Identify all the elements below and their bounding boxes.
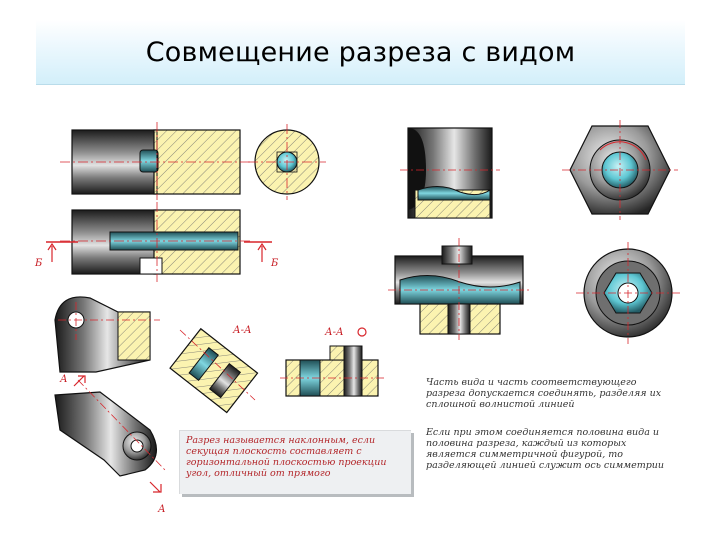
- hex-socket-view: [576, 242, 680, 344]
- title-bar: Совмещение разреза с видом: [36, 20, 685, 85]
- shaft-end-view: [248, 124, 326, 200]
- fitting-lower: [388, 238, 530, 340]
- inclined-section: А-А: [169, 325, 259, 414]
- cut-label-aa-1: А-А: [232, 325, 252, 336]
- note-half-view-half-section: Если при этом соединяется половина вида …: [426, 427, 665, 471]
- shaft-upper-view: [60, 122, 250, 200]
- bracket-view: [54, 296, 160, 373]
- fitting-upper: [400, 127, 500, 219]
- cut-label-a-top: А: [59, 374, 68, 385]
- note-inclined-section-box: Разрез называется наклонным, если секуща…: [179, 430, 411, 494]
- cut-label-a-bottom: А: [157, 504, 166, 515]
- cut-label-b-right: Б: [270, 258, 279, 269]
- slide-title: Совмещение разреза с видом: [145, 36, 576, 68]
- note-view-section-join: Часть вида и часть соответствующего разр…: [426, 377, 662, 410]
- cut-label-b-left: Б: [34, 258, 43, 269]
- shaft-lower-section: Б Б: [34, 202, 279, 282]
- section-aa-rotated: А-А: [280, 327, 385, 397]
- note-inclined-section: Разрез называется наклонным, если секуща…: [186, 435, 387, 479]
- bent-lever: А А: [54, 374, 166, 515]
- hex-nut-view: [562, 120, 678, 220]
- cut-label-aa-2: А-А: [324, 327, 344, 338]
